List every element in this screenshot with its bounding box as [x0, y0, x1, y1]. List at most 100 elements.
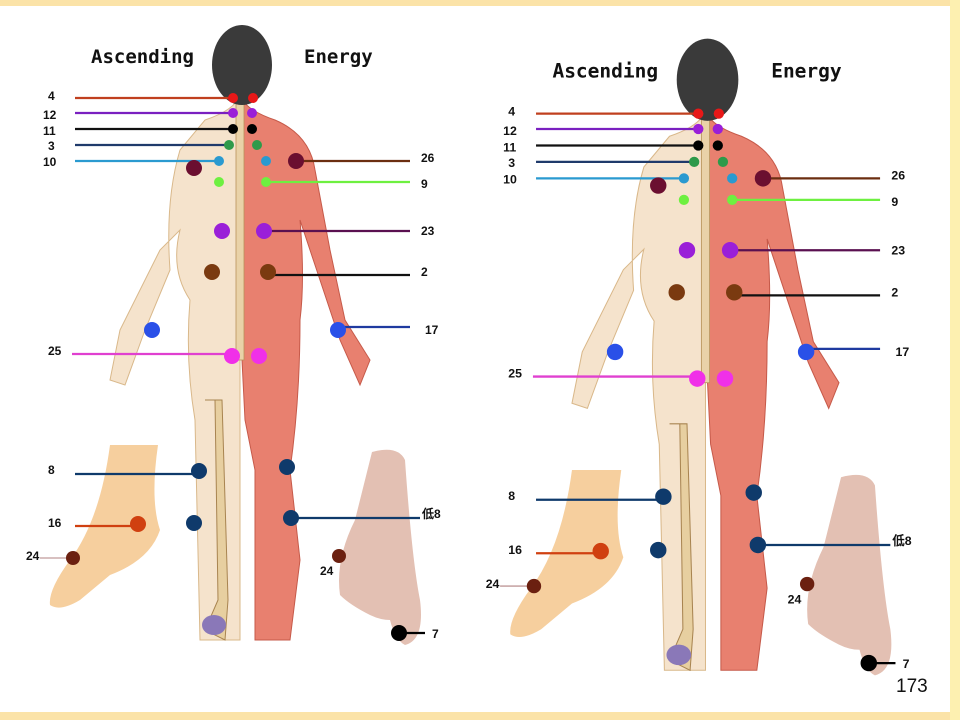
- acupoint-dot: [797, 343, 815, 361]
- acupoint-label: 低8: [421, 506, 441, 521]
- title-ascending: Ascending: [552, 60, 658, 83]
- acupoint-label: 11: [43, 124, 56, 138]
- title-energy: Energy: [304, 46, 373, 68]
- acupoint-dot: [252, 140, 262, 150]
- acupoint-marker-16: 16: [48, 516, 146, 532]
- acupoint-label: 4: [48, 89, 55, 103]
- acupoint-marker-24: 24: [788, 576, 815, 607]
- leg-bones: [204, 399, 229, 641]
- heel-bone: [202, 615, 226, 635]
- acupoint-dot: [655, 488, 672, 505]
- acupoint-dot: [592, 542, 609, 560]
- acupoint-dot: [261, 177, 271, 187]
- spine: [235, 99, 245, 361]
- acupoint-label: 11: [503, 141, 516, 155]
- acupoint-marker-25: 25: [48, 344, 267, 364]
- acupoint-dot: [526, 578, 542, 594]
- acupoint-dot: [247, 124, 257, 134]
- acupoint-dot: [745, 484, 762, 501]
- acupoint-dot: [727, 173, 738, 184]
- acupoint-dot: [799, 576, 815, 592]
- acupoint-marker-2: 2: [204, 264, 428, 280]
- heel-bone: [666, 644, 692, 666]
- acupoint-label: 17: [895, 345, 909, 359]
- acupoint-dot: [191, 463, 207, 479]
- acupoint-marker-3: 3: [48, 139, 262, 153]
- acupoint-label: 3: [508, 156, 515, 170]
- page-number: 173: [896, 676, 928, 697]
- acupoint-label: 4: [508, 105, 515, 119]
- acupoint-label: 8: [508, 489, 515, 503]
- foot-sole: [807, 474, 892, 676]
- acupoint-dot: [678, 173, 690, 184]
- acupoint-marker-11: 11: [43, 124, 257, 138]
- acupoint-label: 24: [486, 577, 500, 591]
- foot-sole: [339, 449, 421, 645]
- acupoint-dot: [712, 123, 723, 135]
- acupoint-dot: [606, 343, 624, 361]
- acupoint-marker-9: 9: [214, 177, 428, 191]
- acupoint-label: 9: [421, 177, 428, 191]
- acupoint-marker-24: 24: [320, 549, 346, 578]
- acupoint-dot: [279, 459, 295, 475]
- acupoint-dot: [726, 284, 743, 301]
- acupoint-label: 24: [26, 549, 40, 563]
- acupoint-dot: [186, 515, 202, 531]
- acupoint-dot: [251, 348, 267, 364]
- acupoint-dot: [727, 194, 738, 206]
- acupoint-dot: [650, 541, 667, 559]
- acupoint-dot: [144, 322, 160, 338]
- acupoint-dot: [713, 108, 724, 119]
- acupoint-marker-24: 24: [26, 549, 80, 565]
- acupoint-marker-低8: 低8: [650, 533, 912, 559]
- acupoint-marker-9: 9: [678, 194, 898, 209]
- acupoint-dot: [650, 177, 667, 194]
- acupoint-marker-11: 11: [503, 140, 723, 155]
- acupoint-dot: [247, 108, 257, 118]
- acupoint-label: 26: [891, 168, 905, 182]
- acupoint-label: 26: [421, 151, 435, 165]
- acupoint-marker-16: 16: [508, 542, 609, 560]
- acupoint-label: 8: [48, 463, 55, 477]
- acupoint-marker-7: 7: [860, 654, 910, 672]
- acupoint-dot: [689, 156, 700, 168]
- acupoint-marker-4: 4: [48, 89, 258, 103]
- acupoint-dot: [224, 348, 240, 364]
- acupoint-dot: [214, 156, 224, 166]
- acupoint-dot: [228, 93, 238, 103]
- acupoint-label: 7: [432, 627, 439, 641]
- acupoint-label: 2: [421, 265, 428, 279]
- acupoint-dot: [186, 160, 202, 176]
- acupoint-label: 12: [503, 124, 517, 138]
- acupoint-label: 12: [43, 108, 57, 122]
- acupoint-label: 23: [891, 243, 905, 257]
- acupoint-marker-26: 26: [186, 151, 435, 176]
- acupoint-marker-17: 17: [606, 343, 909, 361]
- acupoint-dot: [332, 549, 346, 563]
- acupoint-label: 25: [48, 344, 62, 358]
- acupoint-dot: [248, 93, 258, 103]
- acupoint-dot: [214, 223, 230, 239]
- acupoint-dot: [214, 177, 224, 187]
- acupoint-label: 3: [48, 139, 55, 153]
- acupoint-marker-24: 24: [486, 577, 542, 594]
- acupoint-marker-12: 12: [503, 123, 723, 138]
- acupoint-label: 16: [48, 516, 62, 530]
- title-ascending: Ascending: [91, 46, 194, 68]
- acupoint-marker-3: 3: [508, 156, 729, 170]
- acupoint-dot: [261, 156, 271, 166]
- acupoint-dot: [283, 510, 299, 526]
- acupoint-marker-26: 26: [650, 168, 905, 194]
- acupoint-label: 24: [320, 564, 334, 578]
- acupoint-dot: [228, 124, 238, 134]
- acupoint-dot: [330, 322, 346, 338]
- acupoint-marker-8: 8: [508, 484, 762, 505]
- acupoint-label: 9: [891, 195, 898, 209]
- acupoint-dot: [693, 123, 704, 135]
- right-border: [950, 0, 960, 720]
- acupoint-dot: [716, 370, 734, 387]
- acupoint-dot: [224, 140, 234, 150]
- acupoint-label: 7: [903, 657, 910, 671]
